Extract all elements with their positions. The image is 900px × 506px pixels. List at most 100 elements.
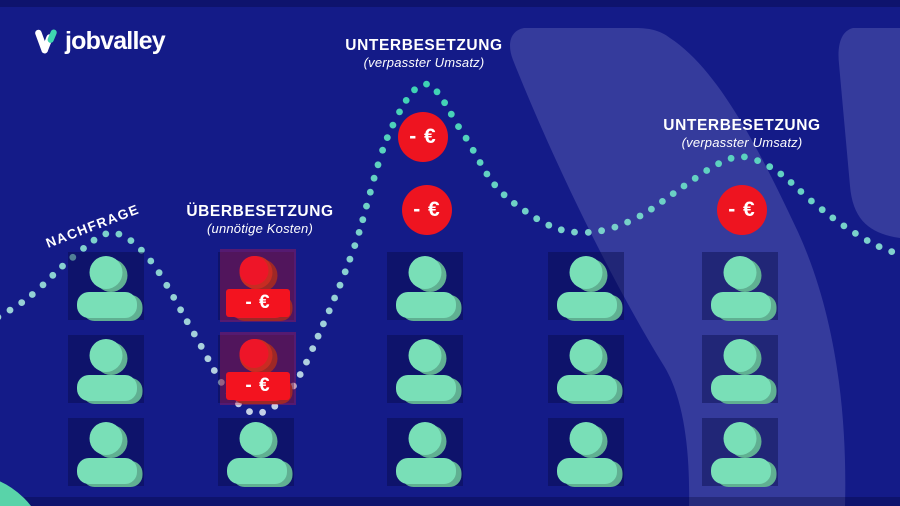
demand-curve-dot [500,191,508,199]
demand-curve-dot [346,255,354,263]
person-icon [227,422,293,487]
demand-curve-dot [379,146,386,154]
demand-curve-dot [59,262,66,270]
demand-curve-dot [396,108,403,116]
demand-curve-dot [147,257,155,265]
demand-curve-dot [703,167,711,174]
person-icon [711,256,777,321]
demand-curve-dot [727,154,735,162]
demand-curve-dot [303,358,310,366]
person [387,252,463,321]
demand-curve-dot [331,294,338,302]
demand-curve-dot [177,306,185,314]
person [702,335,778,404]
demand-curve-dot [366,188,374,196]
demand-curve-dot [636,212,644,220]
person [218,418,294,487]
demand-curve-dot [624,218,631,226]
demand-curve-dotted-line [0,80,896,416]
person [548,252,624,321]
person-icon [396,256,462,321]
demand-curve-dot [433,88,441,96]
demand-curve-dot [691,174,699,182]
unterbesetzung-mitte-subtitle: (verpasster Umsatz) [363,55,485,71]
jobvalley-v-icon [35,28,57,53]
minus-euro-circle: - € [717,185,767,235]
demand-curve-dot [840,222,848,230]
demand-curve-dot [359,216,367,224]
demand-curve-dot [469,146,477,154]
demand-curve-dot [571,228,578,236]
demand-curve-dot [777,170,785,178]
ueberbesetzung-subtitle: (unnötige Kosten) [206,221,314,237]
demand-curve-dot [787,179,795,186]
demand-curve-dot [351,242,359,250]
demand-curve-dot [39,281,47,289]
minus-euro-badge: - € [226,372,290,400]
demand-curve-dot [363,202,370,210]
demand-curve-dot [127,237,135,245]
demand-curve-dot [138,246,145,254]
demand-curve-dot [296,371,304,378]
person-icon [557,339,623,404]
minus-euro-badge: - € [226,289,290,317]
unterbesetzung-rechts-subtitle: (verpasster Umsatz) [681,135,803,151]
demand-curve-dot [402,97,410,104]
demand-curve-dot [355,229,363,236]
demand-curve-dot [545,221,553,229]
demand-curve-dot [197,342,205,350]
demand-curve-dot [455,123,462,130]
person [702,418,778,487]
demand-curve-dot [680,182,688,190]
demand-curve-dot [611,223,619,231]
person [387,335,463,404]
person [68,418,144,487]
demand-curve-dot [90,236,98,244]
demand-curve-dot [741,153,748,161]
bottom-edge-strip [0,497,900,506]
demand-curve-dot [648,205,655,213]
demand-curve-dot [411,86,418,94]
person-icon [557,256,623,321]
demand-curve-dot [49,271,57,279]
demand-curve-dot [389,121,397,129]
corner-teal-accent [0,481,31,506]
demand-curve-dot [483,170,491,178]
minus-euro-circle: - € [398,112,448,162]
demand-curve-dot [510,200,518,207]
person [548,335,624,404]
minus-euro-circle: - € [402,185,452,235]
demand-curve-dot [271,402,279,410]
demand-curve-dot [80,245,87,252]
demand-curve-dot [314,332,322,340]
person-icon [396,339,462,404]
watermark-v-right-stroke [838,28,900,238]
demand-curve-dot [754,157,761,165]
demand-curve-dot [183,318,191,326]
demand-curve-dot [383,134,391,142]
demand-curve-dot [521,207,529,215]
demand-curve-dot [204,355,212,363]
demand-curve-dot [462,134,470,142]
demand-curve-dot [557,226,565,234]
jobvalley-wordmark: jobvalley [65,27,166,55]
demand-curve-dot [163,281,171,289]
person-icon [396,422,462,487]
demand-curve-dot [217,379,225,386]
demand-curve-dot [863,237,871,244]
demand-curve-dot [584,229,592,236]
demand-curve-dot [115,230,123,238]
demand-curve-dot [423,80,430,88]
demand-curve-dot [829,214,837,222]
demand-curve-dot [669,190,677,198]
demand-curve-dot [476,159,484,166]
label-unterbesetzung-mitte: UNTERBESETZUNG (verpasster Umsatz) [345,36,502,72]
person-icon [77,422,143,487]
person-overstaffed: - € [218,332,296,405]
demand-curve-dot [875,243,883,251]
demand-curve-dot [888,248,896,256]
demand-curve-dot [808,197,815,205]
person-icon [711,339,777,404]
demand-curve-dot [659,198,666,205]
